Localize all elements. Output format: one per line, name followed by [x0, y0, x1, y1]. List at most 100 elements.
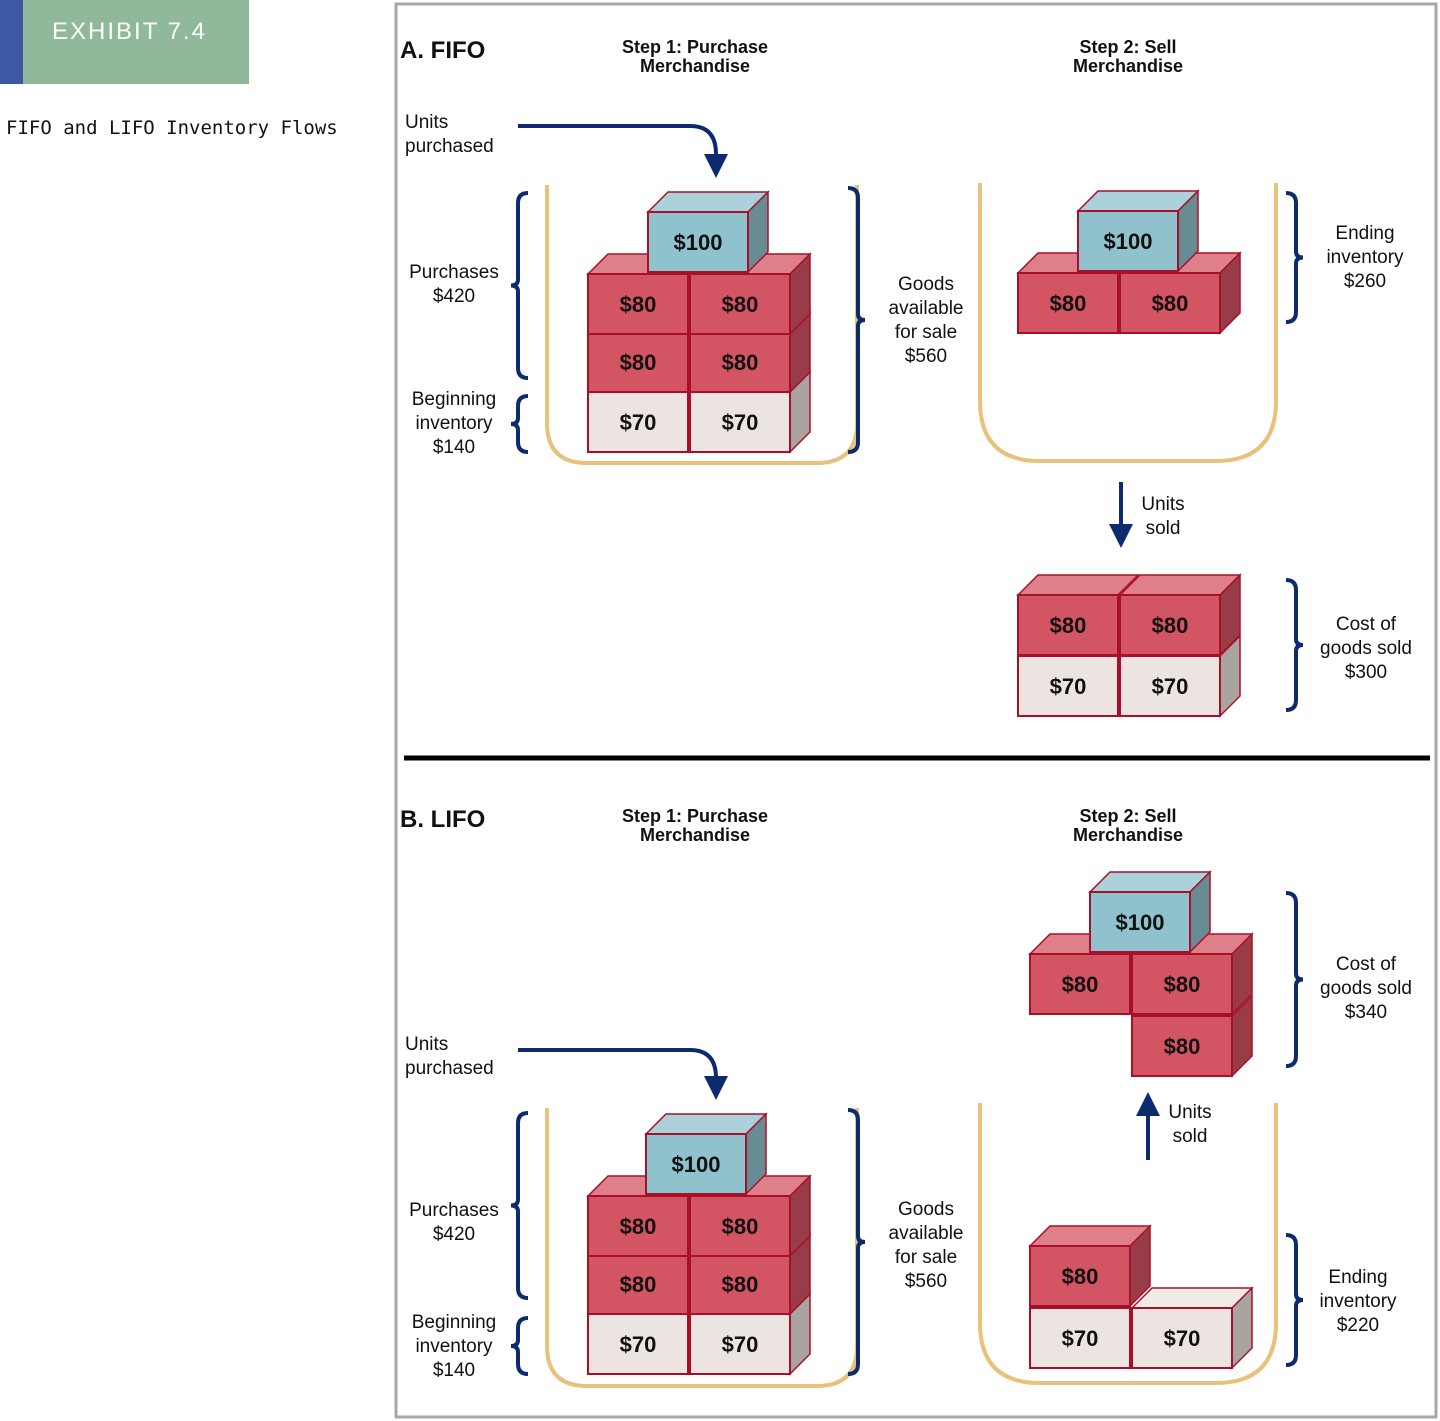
exhibit-tag: EXHIBIT 7.4: [0, 0, 249, 84]
lifo-title-line-0: B. LIFO: [400, 806, 485, 833]
fifo-purchases-label-line-1: $420: [433, 286, 475, 307]
lifo-units-purchased-line-1: purchased: [405, 1058, 494, 1079]
fifo-end-80b-front: [1119, 272, 1221, 334]
lifo-ending-label-line-2: $220: [1337, 1315, 1379, 1336]
fifo-cogs-80b-label: $80: [1152, 613, 1189, 638]
fifo-box-100-label: $100: [674, 230, 723, 255]
lifo-cogs-100-front: [1089, 891, 1191, 953]
lifo-box-70a: $70: [587, 1313, 689, 1375]
lifo-end-70a-label: $70: [1062, 1326, 1099, 1351]
fifo-ending-label-line-0: Ending: [1335, 223, 1394, 244]
fifo-cogs-label-line-1: goods sold: [1320, 638, 1412, 659]
fifo-step1-line-0: Step 1: Purchase: [622, 37, 768, 57]
lifo-box-100-front: [645, 1133, 747, 1195]
fifo-cogs-70a: $70: [1017, 655, 1119, 717]
lifo-end-70a: $70: [1029, 1307, 1131, 1369]
fifo-sell-bin: [978, 183, 1278, 463]
lifo-end-70b: $70: [1130, 1286, 1254, 1370]
lifo-goods-label-line-1: available: [889, 1223, 964, 1244]
fifo-cogs-70b-label: $70: [1152, 674, 1189, 699]
fifo-box-80b-label: $80: [722, 350, 759, 375]
fifo-sold-arrow-head: [1109, 524, 1133, 548]
lifo-box-80d-label: $80: [722, 1214, 759, 1239]
lifo-box-100: $100: [644, 1112, 768, 1196]
fifo-goods-label-line-2: for sale: [895, 322, 957, 343]
lifo-purchases-label-line-0: Purchases: [409, 1200, 499, 1221]
lifo-ending-label-line-0: Ending: [1328, 1267, 1387, 1288]
fifo-cogs-80b: $80: [1118, 573, 1242, 657]
fifo-units-purchased-line-1: purchased: [405, 136, 494, 157]
lifo-units-sold-line-0: Units: [1168, 1102, 1211, 1123]
lifo-purchases-label-line-1: $420: [433, 1224, 475, 1245]
fifo-purchase-bin: [545, 185, 859, 465]
fifo-cogs-70a-label: $70: [1050, 674, 1087, 699]
lifo-box-80b-label: $80: [722, 1272, 759, 1297]
lifo-cogs-label-line-0: Cost of: [1336, 954, 1397, 975]
exhibit-tag-label: EXHIBIT 7.4: [52, 18, 207, 45]
lifo-units-sold-line-1: sold: [1173, 1126, 1208, 1147]
fifo-step2-line-0: Step 2: Sell: [1079, 37, 1176, 57]
lifo-goods-label-line-0: Goods: [898, 1199, 954, 1220]
lifo-end-70b-front: [1131, 1307, 1233, 1369]
lifo-beginning-label-line-0: Beginning: [412, 1312, 497, 1333]
fifo-box-70b-front: [689, 391, 791, 453]
lifo-box-80a: $80: [587, 1253, 689, 1315]
lifo-step1-line-1: Merchandise: [640, 825, 750, 845]
fifo-cogs-80a-label: $80: [1050, 613, 1087, 638]
lifo-cogs-100: $100: [1088, 870, 1212, 954]
lifo-cogs-80c-label: $80: [1164, 1034, 1201, 1059]
fifo-cogs-80a: $80: [1016, 574, 1140, 656]
lifo-step1-line-0: Step 1: Purchase: [622, 806, 768, 826]
fifo-cogs-80a-front: [1017, 594, 1119, 656]
fifo-box-100: $100: [646, 190, 770, 274]
fifo-cogs-70b: $70: [1119, 634, 1241, 718]
fifo-ending-label-line-2: $260: [1344, 271, 1386, 292]
lifo-box-70b-label: $70: [722, 1332, 759, 1357]
lifo-end-80-front: [1029, 1245, 1131, 1307]
exhibit-tag-stripe: [0, 0, 23, 84]
lifo-cogs-label-line-2: $340: [1345, 1002, 1387, 1023]
exhibit-caption: FIFO and LIFO Inventory Flows: [6, 117, 338, 139]
fifo-units-sold-line-1: sold: [1146, 518, 1181, 539]
lifo-sell-bin: [978, 1103, 1278, 1385]
lifo-goods-brace: [847, 1108, 866, 1376]
fifo-box-100-front: [647, 211, 749, 273]
lifo-box-80c-label: $80: [620, 1214, 657, 1239]
lifo-ending-brace: [1285, 1233, 1304, 1367]
lifo-cogs-80b-label: $80: [1164, 972, 1201, 997]
lifo-purchases-brace: [510, 1111, 529, 1300]
lifo-end-80-label: $80: [1062, 1264, 1099, 1289]
fifo-box-80c-label: $80: [620, 292, 657, 317]
fifo-purchase-arrow-line: [518, 124, 718, 156]
lifo-cogs-80b-front: [1131, 953, 1233, 1015]
fifo-box-80d-label: $80: [722, 292, 759, 317]
fifo-cogs-brace: [1285, 578, 1304, 712]
fifo-end-80a-front: [1017, 272, 1119, 334]
fifo-box-80a-label: $80: [620, 350, 657, 375]
lifo-box-80d-front: [689, 1195, 791, 1257]
fifo-goods-brace: [847, 186, 866, 454]
fifo-end-100-label: $100: [1104, 229, 1153, 254]
lifo-cogs-100-label: $100: [1116, 910, 1165, 935]
lifo-ending-label-line-1: inventory: [1319, 1291, 1397, 1312]
fifo-end-100-front: [1077, 210, 1179, 272]
lifo-cogs-80c-front: [1131, 1015, 1233, 1077]
fifo-cogs-label-line-2: $300: [1345, 662, 1387, 683]
lifo-units-purchased-line-0: Units: [405, 1034, 448, 1055]
fifo-beginning-label-line-0: Beginning: [412, 389, 497, 410]
fifo-cogs-70b-front: [1119, 655, 1221, 717]
lifo-purchase-bin: [545, 1108, 859, 1388]
lifo-cogs-label-line-1: goods sold: [1320, 978, 1412, 999]
lifo-step2-line-0: Step 2: Sell: [1079, 806, 1176, 826]
fifo-goods-label-line-1: available: [889, 298, 964, 319]
fifo-title-line-0: A. FIFO: [400, 37, 485, 64]
fifo-box-80c-front: [587, 273, 689, 335]
lifo-goods-label-line-2: for sale: [895, 1247, 957, 1268]
lifo-cogs-brace: [1285, 891, 1304, 1068]
fifo-goods-label-line-0: Goods: [898, 274, 954, 295]
lifo-box-80a-front: [587, 1253, 689, 1315]
lifo-end-70a-front: [1029, 1307, 1131, 1369]
fifo-step2-line-1: Merchandise: [1073, 56, 1183, 76]
lifo-cogs-80c: $80: [1131, 994, 1253, 1078]
fifo-purchases-brace: [510, 191, 529, 380]
